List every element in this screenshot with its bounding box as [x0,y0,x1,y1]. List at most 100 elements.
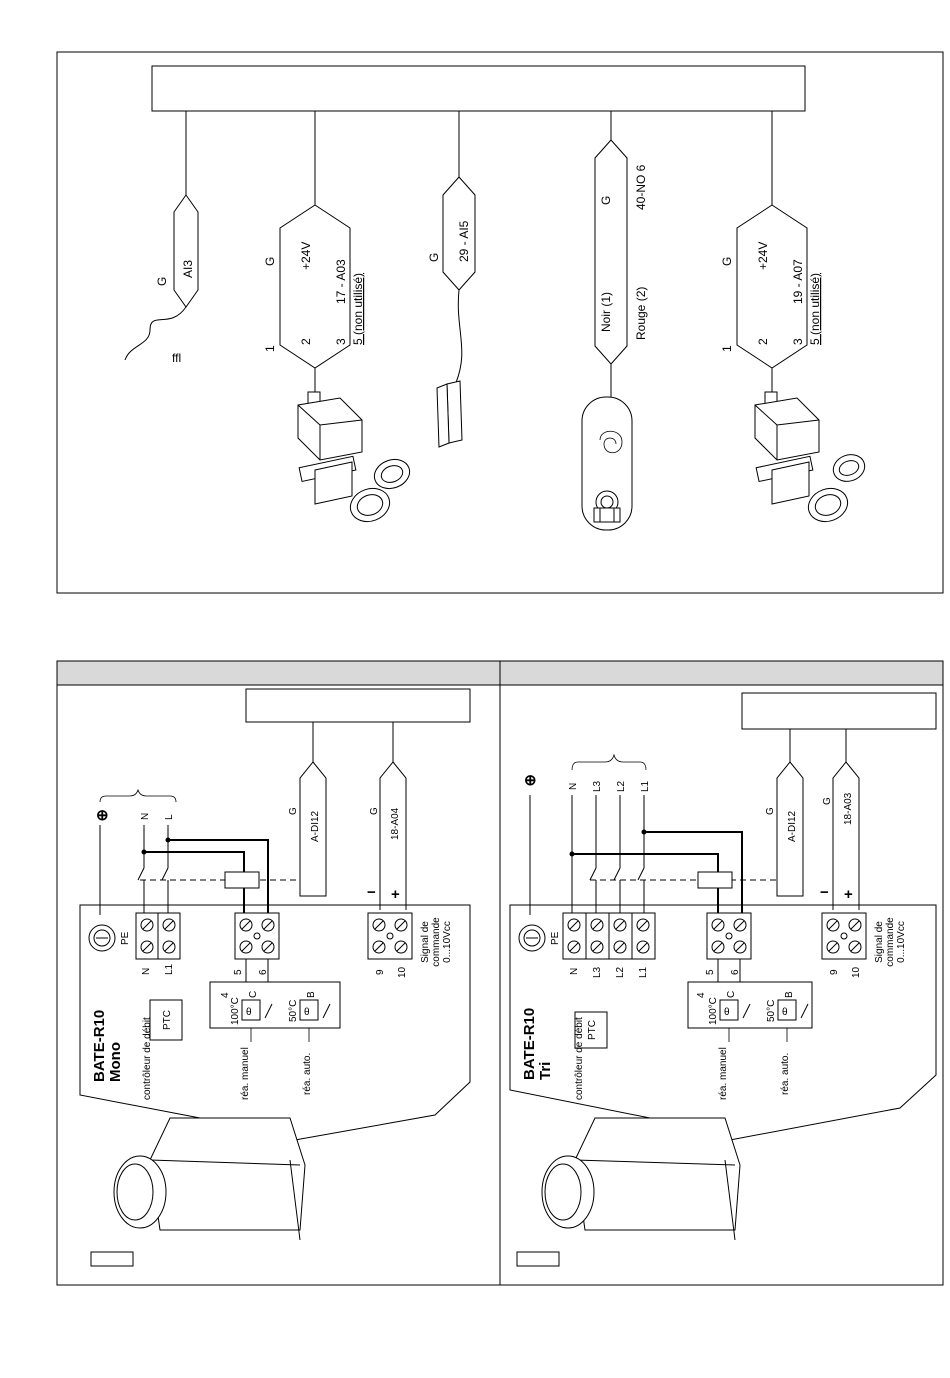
tri-subtitle: Tri [537,1062,554,1080]
valve2-pin-3: 3 [791,338,805,345]
pump-wire2-label: Rouge (2) [634,287,648,340]
valve2-actuator-icon [754,391,866,523]
mono-ptc: PTC [162,1010,173,1030]
mono-line-l: L [164,814,175,820]
tri-t2-letter: B [784,991,795,998]
tri-di-label: A-DI12 [787,810,798,842]
mono-pe: PE [120,931,131,945]
valve1-pin-3: 3 [334,338,348,345]
pump-cable: G 40-NO 6 Noir (1) Rouge (2) [594,111,648,398]
valve2-unused-label: 5 (non utilisé) [808,273,822,345]
pump-device-icon [581,396,633,531]
tri-term-l1: L1 [638,966,649,978]
tri-pe: PE [550,931,561,945]
tri-ao-ground: G [822,797,833,805]
mono-rearm-manual: réa. manuel [240,1047,251,1100]
valve1-unused-label: 5 (non utilisé) [351,273,365,345]
top-panel-frame [56,51,944,594]
tri-di-ground: G [765,807,776,815]
tri-controller-box [741,692,937,730]
valve2-cable: G +24V 1 2 3 19 - A07 5 (non utilisé) [720,111,822,395]
tri-theta-1: θ [724,1007,730,1018]
mono-subtitle: Mono [107,1042,124,1082]
tri-line-l1: L1 [640,780,651,792]
tri-line-l3: L3 [592,780,603,792]
sensor-ai5-cable: G 29 - AI5 [427,111,476,386]
tri-t2-temp: 50°C [766,1000,777,1022]
tri-term-5: 5 [705,969,716,975]
mono-earth-symbol: ⊕ [96,807,109,824]
sensor-probe-icon [436,380,463,448]
valve1-ground-label: G [263,257,277,266]
tri-tag-box [516,1251,560,1267]
ai3-sensor: G AI3 ffl [124,111,199,365]
mono-di-label: A-DI12 [310,810,321,842]
mono-term-n: N [141,968,152,975]
mono-signal-label: Signal de commande 0...10Vcc [420,917,453,967]
mono-di-ground: G [288,807,299,815]
mono-theta-2: θ [304,1007,310,1018]
tri-t1-temp: 100°C [708,997,719,1025]
tri-t1-num: 4 [696,992,707,998]
ai3-signal-label: AI3 [181,260,195,278]
mono-term-l1: L1 [164,963,175,975]
tri-term-l2: L2 [615,966,626,978]
mono-tag-box [90,1251,134,1267]
tri-term-l3: L3 [592,966,603,978]
mono-t1-num: 4 [220,992,231,998]
valve2-pin-2: 2 [756,338,770,345]
mono-line-n: N [140,813,151,820]
valve2-ground-label: G [720,257,734,266]
pump-wire1-label: Noir (1) [599,292,613,332]
mono-minus: − [367,884,376,901]
tri-t1-letter: C [726,991,737,998]
tri-signal-label: Signal de commande 0...10Vcc [874,917,907,967]
tri-rearm-manual: réa. manuel [718,1047,729,1100]
mono-title: BATE-R10 [91,1010,108,1082]
mono-panel: G A-DI12 G 18-A04 − + ⊕ N L PE [79,688,471,1267]
tri-plus: + [844,886,853,903]
controller-box [151,65,806,112]
tri-line-n: N [568,783,579,790]
valve2-supply-label: +24V [756,242,770,270]
mono-term-10: 10 [397,966,408,978]
valve2-pin-1: 1 [720,345,734,352]
tri-header [499,660,944,686]
mono-term-6: 6 [258,969,269,975]
mono-t1-temp: 100°C [230,997,241,1025]
mono-t2-letter: B [306,991,317,998]
mono-ao-label: 18-A04 [390,807,401,840]
valve1-supply-label: +24V [299,242,313,270]
tri-term-6: 6 [730,969,741,975]
pump-signal-label: 40-NO 6 [634,164,648,210]
mono-term-5: 5 [233,969,244,975]
valve2-signal-label: 19 - A07 [791,259,805,304]
valve1-actuator-icon [297,391,411,523]
tri-ptc: PTC [587,1020,598,1040]
tri-panel: G A-DI12 G 18-A03 − + ⊕ N L3 L2 L1 [509,692,937,1267]
pump-ground-label: G [599,196,613,205]
tri-term-10: 10 [851,966,862,978]
tri-theta-2: θ [782,1007,788,1018]
mono-term-9: 9 [375,969,386,975]
valve1-pin-2: 2 [299,338,313,345]
ai3-symbol: ffl [172,351,181,365]
mono-theta-1: θ [246,1007,252,1018]
tri-line-l2: L2 [616,780,627,792]
valve1-pin-1: 1 [263,345,277,352]
tri-ao-label: 18-A03 [843,792,854,825]
mono-rearm-auto: réa. auto. [302,1053,313,1095]
mono-ao-ground: G [369,807,380,815]
mono-header [56,660,501,686]
valve1-cable: G +24V 1 2 3 17 - A03 5 (non utilisé) [263,111,365,395]
tri-rearm-auto: réa. auto. [780,1053,791,1095]
ai3-ground-label: G [155,277,169,286]
mono-plus: + [391,886,400,903]
mono-t1-letter: C [248,991,259,998]
tri-minus: − [820,884,829,901]
tri-term-n: N [569,968,580,975]
mono-t2-temp: 50°C [288,1000,299,1022]
tri-term-9: 9 [829,969,840,975]
tri-title: BATE-R10 [521,1008,538,1080]
